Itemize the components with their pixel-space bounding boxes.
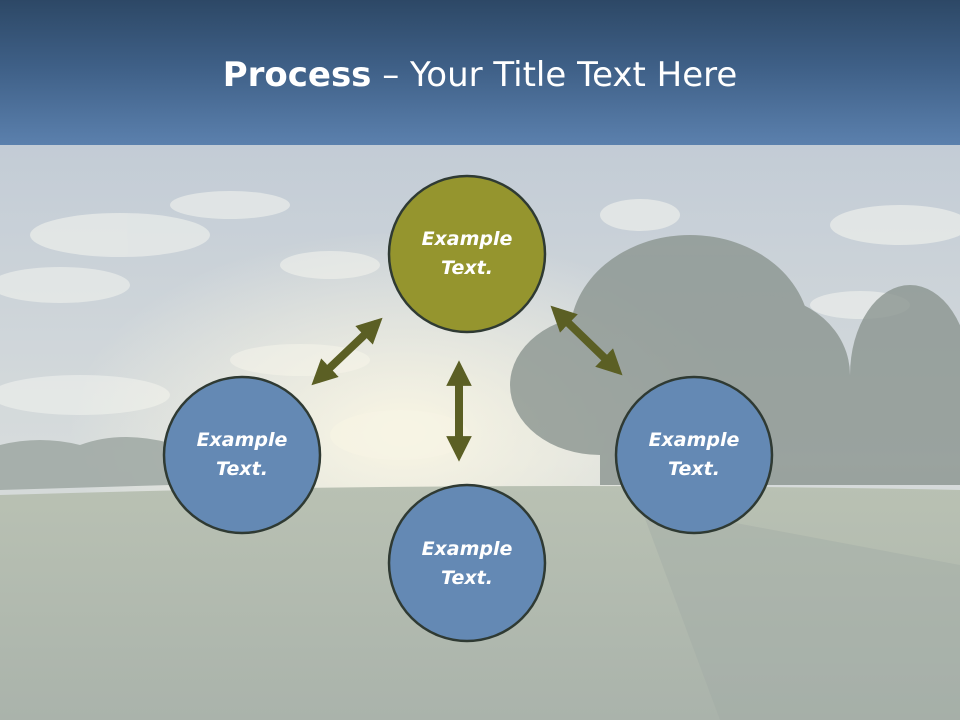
title-rest-part: – Your Title Text Here: [371, 55, 738, 95]
node-label-line1: Example: [421, 538, 513, 560]
slide-title: Process – Your Title Text Here: [0, 52, 960, 98]
title-bold-part: Process: [222, 55, 372, 95]
node-label-right: Example Text.: [619, 426, 769, 484]
arrow-center-left: [311, 317, 383, 386]
node-label-line2: Text.: [441, 567, 493, 589]
arrow-center-right: [550, 305, 623, 376]
node-circle-right: [614, 375, 774, 535]
node-label-bottom: Example Text.: [392, 535, 542, 593]
node-label-line1: Example: [196, 429, 288, 451]
node-label-line1: Example: [648, 429, 740, 451]
node-label-left: Example Text.: [167, 426, 317, 484]
node-circle-center: [387, 174, 547, 334]
node-label-line2: Text.: [668, 458, 720, 480]
node-label-line2: Text.: [441, 257, 493, 279]
title-bar: [0, 0, 960, 145]
node-label-line2: Text.: [216, 458, 268, 480]
node-circle-left: [162, 375, 322, 535]
node-label-center: Example Text.: [392, 225, 542, 283]
node-circle-bottom: [387, 483, 547, 643]
node-label-line1: Example: [421, 228, 513, 250]
